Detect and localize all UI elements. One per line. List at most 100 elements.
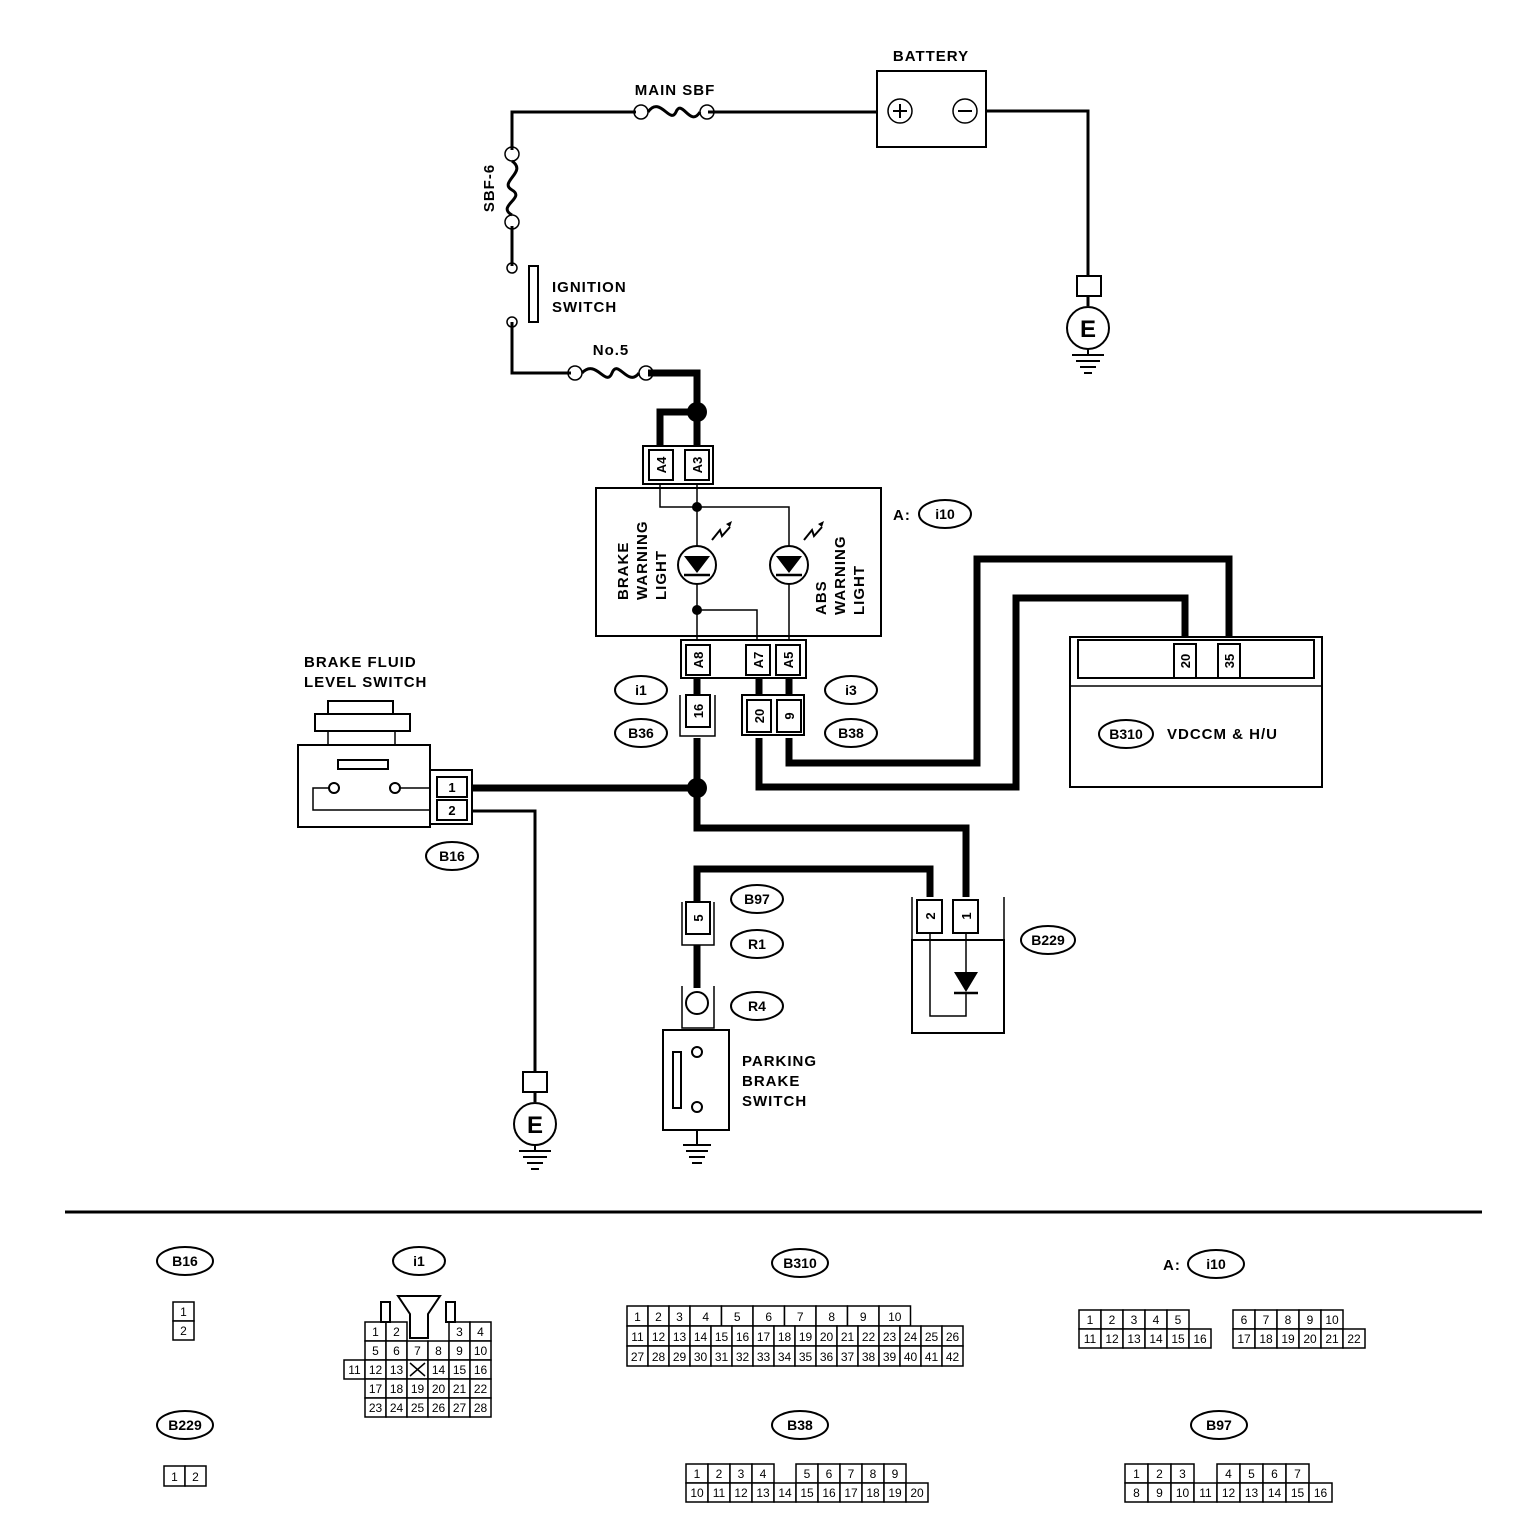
meter-dot-2	[692, 605, 702, 615]
pin-cell	[1342, 1328, 1366, 1349]
pin-cell-label: 13	[390, 1363, 404, 1377]
pin-cell-label: 3	[1179, 1467, 1186, 1481]
pin-16-label: 16	[691, 704, 706, 718]
ground-label-right: E	[1080, 316, 1096, 343]
meter-internal-wire-a7	[697, 609, 758, 648]
main-sbf-fuse-icon	[646, 105, 702, 119]
pin-cell-label: 11	[713, 1486, 726, 1500]
pin-cell-label: 14	[1149, 1332, 1163, 1346]
pin-cell-label: 16	[1314, 1486, 1328, 1500]
pin-cell-label: 7	[797, 1310, 804, 1324]
pin-cell-label: 12	[1105, 1332, 1119, 1346]
pin-cell	[905, 1482, 929, 1503]
oval-i3	[824, 675, 878, 705]
conn-r4-housing	[681, 986, 715, 1029]
parking-contact-bottom	[691, 1101, 703, 1113]
pin-vdccm-20-label: 20	[1178, 654, 1193, 668]
pin-cell-label: 6	[765, 1310, 772, 1324]
pin-cell-label: 14	[1268, 1486, 1282, 1500]
pin-cell-label: 2	[716, 1467, 723, 1481]
pin-cell-label: 10	[474, 1344, 488, 1358]
pin-cell-label: 19	[888, 1486, 902, 1500]
pin-5-label: 5	[691, 914, 706, 921]
pin-cell-label: 21	[841, 1330, 855, 1344]
pin-cell	[469, 1397, 492, 1418]
pin-cell-label: 8	[1133, 1486, 1140, 1500]
pin-cell-label: 34	[778, 1350, 792, 1364]
ignition-label-1: IGNITION	[552, 279, 627, 296]
pin-cell-label: 9	[1307, 1313, 1314, 1327]
pin-cell-label: 10	[888, 1310, 902, 1324]
fluid-cap-top	[327, 700, 394, 715]
pin-cell-label: 8	[828, 1310, 835, 1324]
brake-light-l3: LIGHT	[653, 550, 670, 600]
pin-cell-label: 9	[892, 1467, 899, 1481]
diode-icon	[954, 972, 978, 992]
combination-meter-box	[595, 487, 882, 637]
wire-fuse5-junction	[648, 369, 701, 412]
oval-i10	[918, 499, 972, 529]
pin-cell-label: 40	[904, 1350, 918, 1364]
pin-cell-label: 1	[1133, 1467, 1140, 1481]
pin-cell-label: 8	[1285, 1313, 1292, 1327]
pin-cell-label: 15	[453, 1363, 467, 1377]
wire-fluid-ground	[472, 809, 537, 1072]
pin-fluid-1	[436, 776, 468, 798]
oval-i1	[614, 675, 668, 705]
ground-terminal-left	[522, 1071, 548, 1093]
wire-ign-fuse5	[510, 322, 571, 375]
pin-cell-label: 20	[432, 1382, 446, 1396]
oval-b38-label: B38	[838, 725, 864, 741]
oval-i1-label: i1	[635, 682, 647, 698]
pin-cell-label: 17	[757, 1330, 771, 1344]
abs-warning-led-icon	[769, 521, 824, 585]
minus-terminal-icon	[952, 98, 978, 124]
junction-dot-mid	[687, 778, 707, 798]
sbf6-fuse-icon	[505, 159, 519, 217]
pin-cell-label: 13	[673, 1330, 687, 1344]
pin-cell-label: 7	[848, 1467, 855, 1481]
meter-prefix-label: A:	[893, 507, 911, 524]
wire-b229-parking	[693, 865, 934, 902]
brake-warning-led-icon	[677, 521, 732, 585]
pin-cell-label: 30	[694, 1350, 708, 1364]
pin-vdccm-35-label: 35	[1222, 654, 1237, 668]
fluid-switch-float-icon	[337, 759, 389, 770]
pin-cell-label: 24	[390, 1401, 404, 1415]
pin-cell-label: 28	[652, 1350, 666, 1364]
brake-warning-light-label: BRAKE WARNING LIGHT	[615, 521, 670, 601]
pin-5	[685, 901, 711, 935]
pin-9-label: 9	[782, 712, 797, 719]
pin-cell-label: 16	[822, 1486, 836, 1500]
oval-i10-label: i10	[935, 506, 955, 522]
ignition-label-2: SWITCH	[552, 299, 617, 316]
pin-cell-label: 4	[1153, 1313, 1160, 1327]
pin-cell-label: 6	[393, 1344, 400, 1358]
pin-cell-label: 32	[736, 1350, 750, 1364]
view-b97-label: B97	[1206, 1417, 1232, 1433]
pin-cell-label: 4	[702, 1310, 709, 1324]
pin-cell-label: 7	[414, 1344, 421, 1358]
fuse5-icon	[580, 367, 641, 379]
pin-cell-label: 9	[456, 1344, 463, 1358]
pin-cell-label: 19	[799, 1330, 813, 1344]
pin-cell-label: 2	[393, 1325, 400, 1339]
pin-cell-label: 8	[435, 1344, 442, 1358]
pin-cell-label: 5	[734, 1310, 741, 1324]
pin-cell-label: 5	[1175, 1313, 1182, 1327]
pin-cell-label: 5	[804, 1467, 811, 1481]
view-b229-label: B229	[168, 1417, 202, 1433]
pin-cell-label: 6	[1241, 1313, 1248, 1327]
oval-b229	[1020, 925, 1076, 955]
main-sbf-terminal-left	[633, 104, 649, 120]
pin-cell-label: 35	[799, 1350, 813, 1364]
pin-cell	[941, 1345, 964, 1367]
pin-cell-label: 1	[372, 1325, 379, 1339]
r4-terminal	[685, 991, 709, 1015]
pin-fluid-2-label: 2	[448, 803, 455, 818]
plus-sign-icon	[893, 104, 907, 118]
pin-cell-label: 21	[1325, 1332, 1339, 1346]
pin-a4	[648, 449, 674, 481]
oval-b16	[425, 841, 479, 871]
